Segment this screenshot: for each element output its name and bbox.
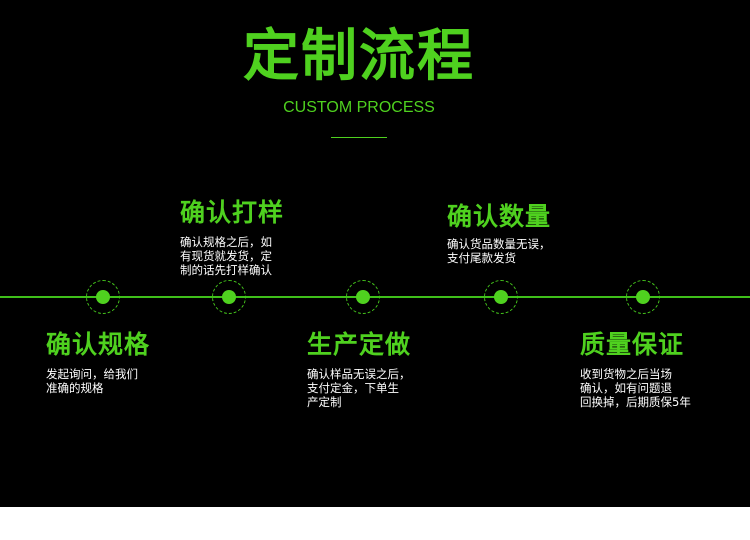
step-desc-quality-guarantee: 收到货物之后当场 确认，如有问题退 回换掉，后期质保5年 bbox=[580, 367, 691, 409]
node-dot-icon bbox=[494, 290, 508, 304]
step-title-confirm-spec: 确认规格 bbox=[46, 330, 151, 359]
step-title-confirm-sample: 确认打样 bbox=[180, 198, 285, 227]
node-dot-icon bbox=[222, 290, 236, 304]
timeline-node-3 bbox=[346, 280, 380, 314]
step-desc-confirm-sample: 确认规格之后，如 有现货就发货，定 制的话先打样确认 bbox=[180, 235, 272, 277]
timeline-node-4 bbox=[484, 280, 518, 314]
node-dot-icon bbox=[356, 290, 370, 304]
timeline-node-2 bbox=[212, 280, 246, 314]
step-title-quality-guarantee: 质量保证 bbox=[580, 330, 685, 359]
title-divider bbox=[331, 137, 387, 138]
node-dot-icon bbox=[636, 290, 650, 304]
page-title: 定制流程 bbox=[243, 24, 475, 89]
step-desc-confirm-spec: 发起询问，给我们 准确的规格 bbox=[46, 367, 138, 395]
timeline-node-1 bbox=[86, 280, 120, 314]
step-title-production: 生产定做 bbox=[307, 330, 412, 359]
step-title-confirm-quantity: 确认数量 bbox=[447, 202, 552, 231]
timeline-node-5 bbox=[626, 280, 660, 314]
step-desc-production: 确认样品无误之后， 支付定金，下单生 产定制 bbox=[307, 367, 411, 409]
process-banner: 定制流程 CUSTOM PROCESS 确认规格 发起询问，给我们 准确的规格 … bbox=[0, 0, 750, 507]
step-desc-confirm-quantity: 确认货品数量无误， 支付尾款发货 bbox=[447, 237, 551, 265]
page-subtitle: CUSTOM PROCESS bbox=[283, 99, 435, 116]
node-dot-icon bbox=[96, 290, 110, 304]
